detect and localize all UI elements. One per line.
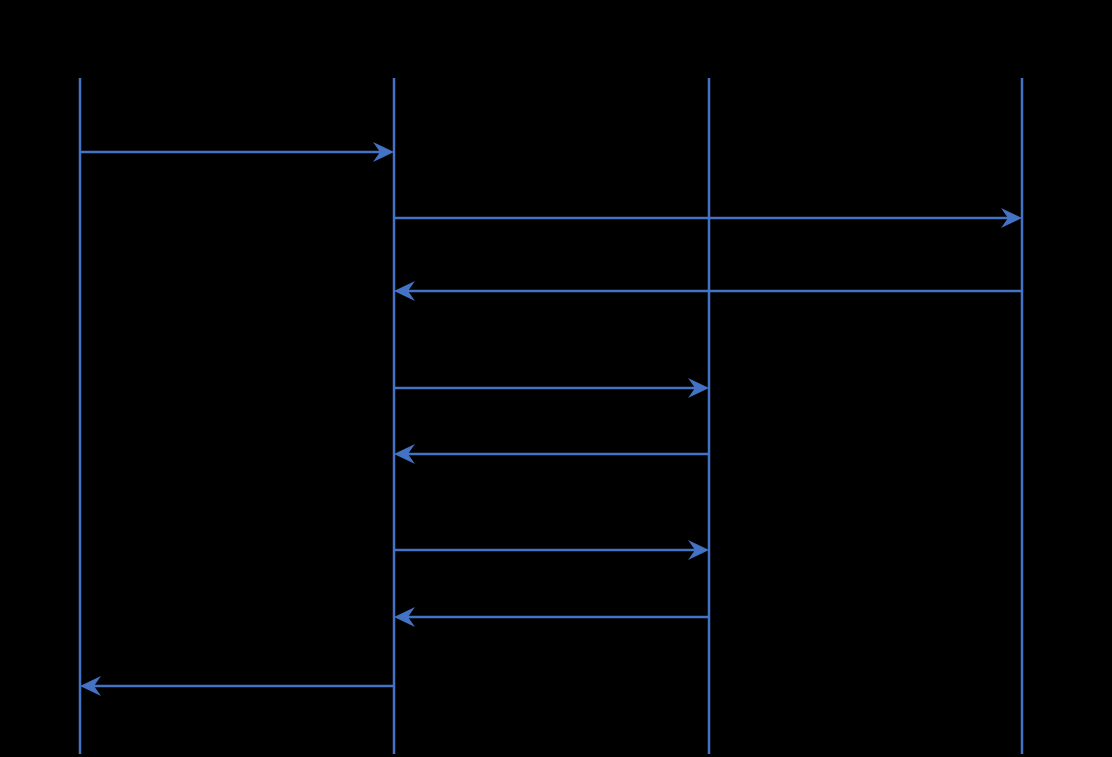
arrowhead-icon: [688, 378, 709, 398]
arrowhead-icon: [688, 540, 709, 560]
message-arrow-3-left: [394, 281, 1022, 301]
message-arrow-1-right: [80, 142, 394, 162]
message-arrow-7-left: [394, 607, 709, 627]
arrowhead-icon: [394, 444, 415, 464]
arrowhead-icon: [394, 607, 415, 627]
arrowhead-icon: [1001, 208, 1022, 228]
arrowhead-icon: [373, 142, 394, 162]
message-arrow-6-right: [394, 540, 709, 560]
message-arrow-4-right: [394, 378, 709, 398]
message-arrow-8-left: [80, 676, 394, 696]
message-arrow-5-left: [394, 444, 709, 464]
arrowhead-icon: [80, 676, 101, 696]
message-arrow-2-right: [394, 208, 1022, 228]
arrowhead-icon: [394, 281, 415, 301]
